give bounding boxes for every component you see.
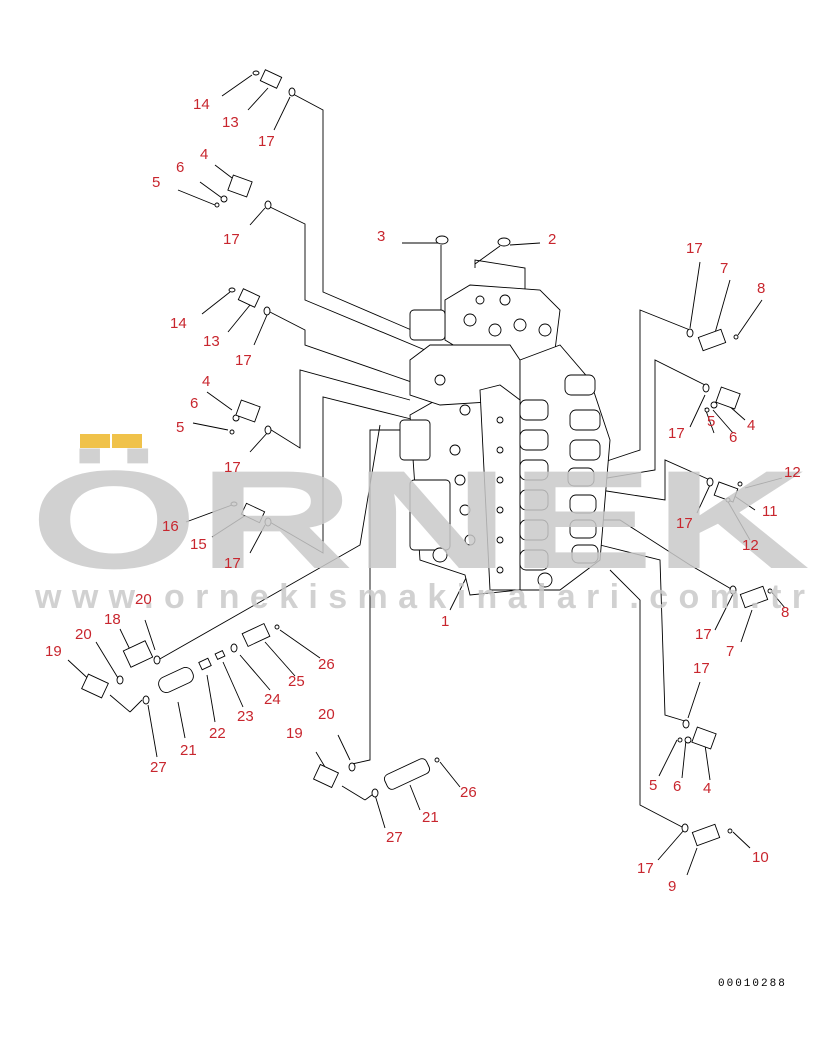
callout: 17 [224, 555, 241, 572]
callout: 21 [180, 742, 197, 759]
callout: 17 [695, 626, 712, 643]
callout: 13 [222, 114, 239, 131]
callout: 17 [676, 515, 693, 532]
callout: 10 [752, 849, 769, 866]
callout-labels: 14 13 17 4 6 5 17 3 2 14 13 17 4 6 5 17 … [45, 96, 801, 895]
callout: 20 [135, 591, 152, 608]
callout: 4 [703, 780, 711, 797]
callout: 18 [104, 611, 121, 628]
callout: 17 [686, 240, 703, 257]
callout: 21 [422, 809, 439, 826]
watermark-accent-right [112, 434, 142, 448]
callout: 9 [668, 878, 676, 895]
callout: 8 [781, 604, 789, 621]
callout: 6 [190, 395, 198, 412]
callout: 13 [203, 333, 220, 350]
callout: 5 [649, 777, 657, 794]
callout: 5 [176, 419, 184, 436]
callout: 1 [441, 613, 449, 630]
callout: 12 [784, 464, 801, 481]
callout: 3 [377, 228, 385, 245]
callout: 17 [693, 660, 710, 677]
callout: 16 [162, 518, 179, 535]
callout: 19 [45, 643, 62, 660]
drawing-number: 00010288 [718, 978, 787, 990]
callout: 4 [200, 146, 208, 163]
callout: 17 [668, 425, 685, 442]
callout: 23 [237, 708, 254, 725]
callout: 26 [460, 784, 477, 801]
callout: 19 [286, 725, 303, 742]
callout: 8 [757, 280, 765, 297]
callout: 6 [673, 778, 681, 795]
callout: 20 [75, 626, 92, 643]
callout: 27 [386, 829, 403, 846]
watermark: ÖRNEK www.ornekismakinalari.com.tr [30, 434, 810, 616]
callout: 25 [288, 673, 305, 690]
callout: 27 [150, 759, 167, 776]
watermark-brand: ÖRNEK [30, 441, 810, 598]
callout: 17 [223, 231, 240, 248]
callout: 26 [318, 656, 335, 673]
callout: 12 [742, 537, 759, 554]
callout: 5 [152, 174, 160, 191]
callout: 14 [170, 315, 187, 332]
callout: 24 [264, 691, 281, 708]
callout: 4 [747, 417, 755, 434]
callout: 15 [190, 536, 207, 553]
callout: 17 [235, 352, 252, 369]
callout: 11 [762, 503, 778, 520]
callout: 17 [224, 459, 241, 476]
control-valve-assembly [399, 284, 611, 596]
callout: 4 [202, 373, 210, 390]
fittings [81, 69, 773, 847]
callout: 6 [729, 429, 737, 446]
watermark-accent-left [80, 434, 110, 448]
callout: 7 [726, 643, 734, 660]
callout: 17 [637, 860, 654, 877]
callout: 7 [720, 260, 728, 277]
callout: 2 [548, 231, 556, 248]
callout: 22 [209, 725, 226, 742]
callout: 14 [193, 96, 210, 113]
callout: 5 [707, 413, 715, 430]
callout: 17 [258, 133, 275, 150]
callout: 6 [176, 159, 184, 176]
callout: 20 [318, 706, 335, 723]
